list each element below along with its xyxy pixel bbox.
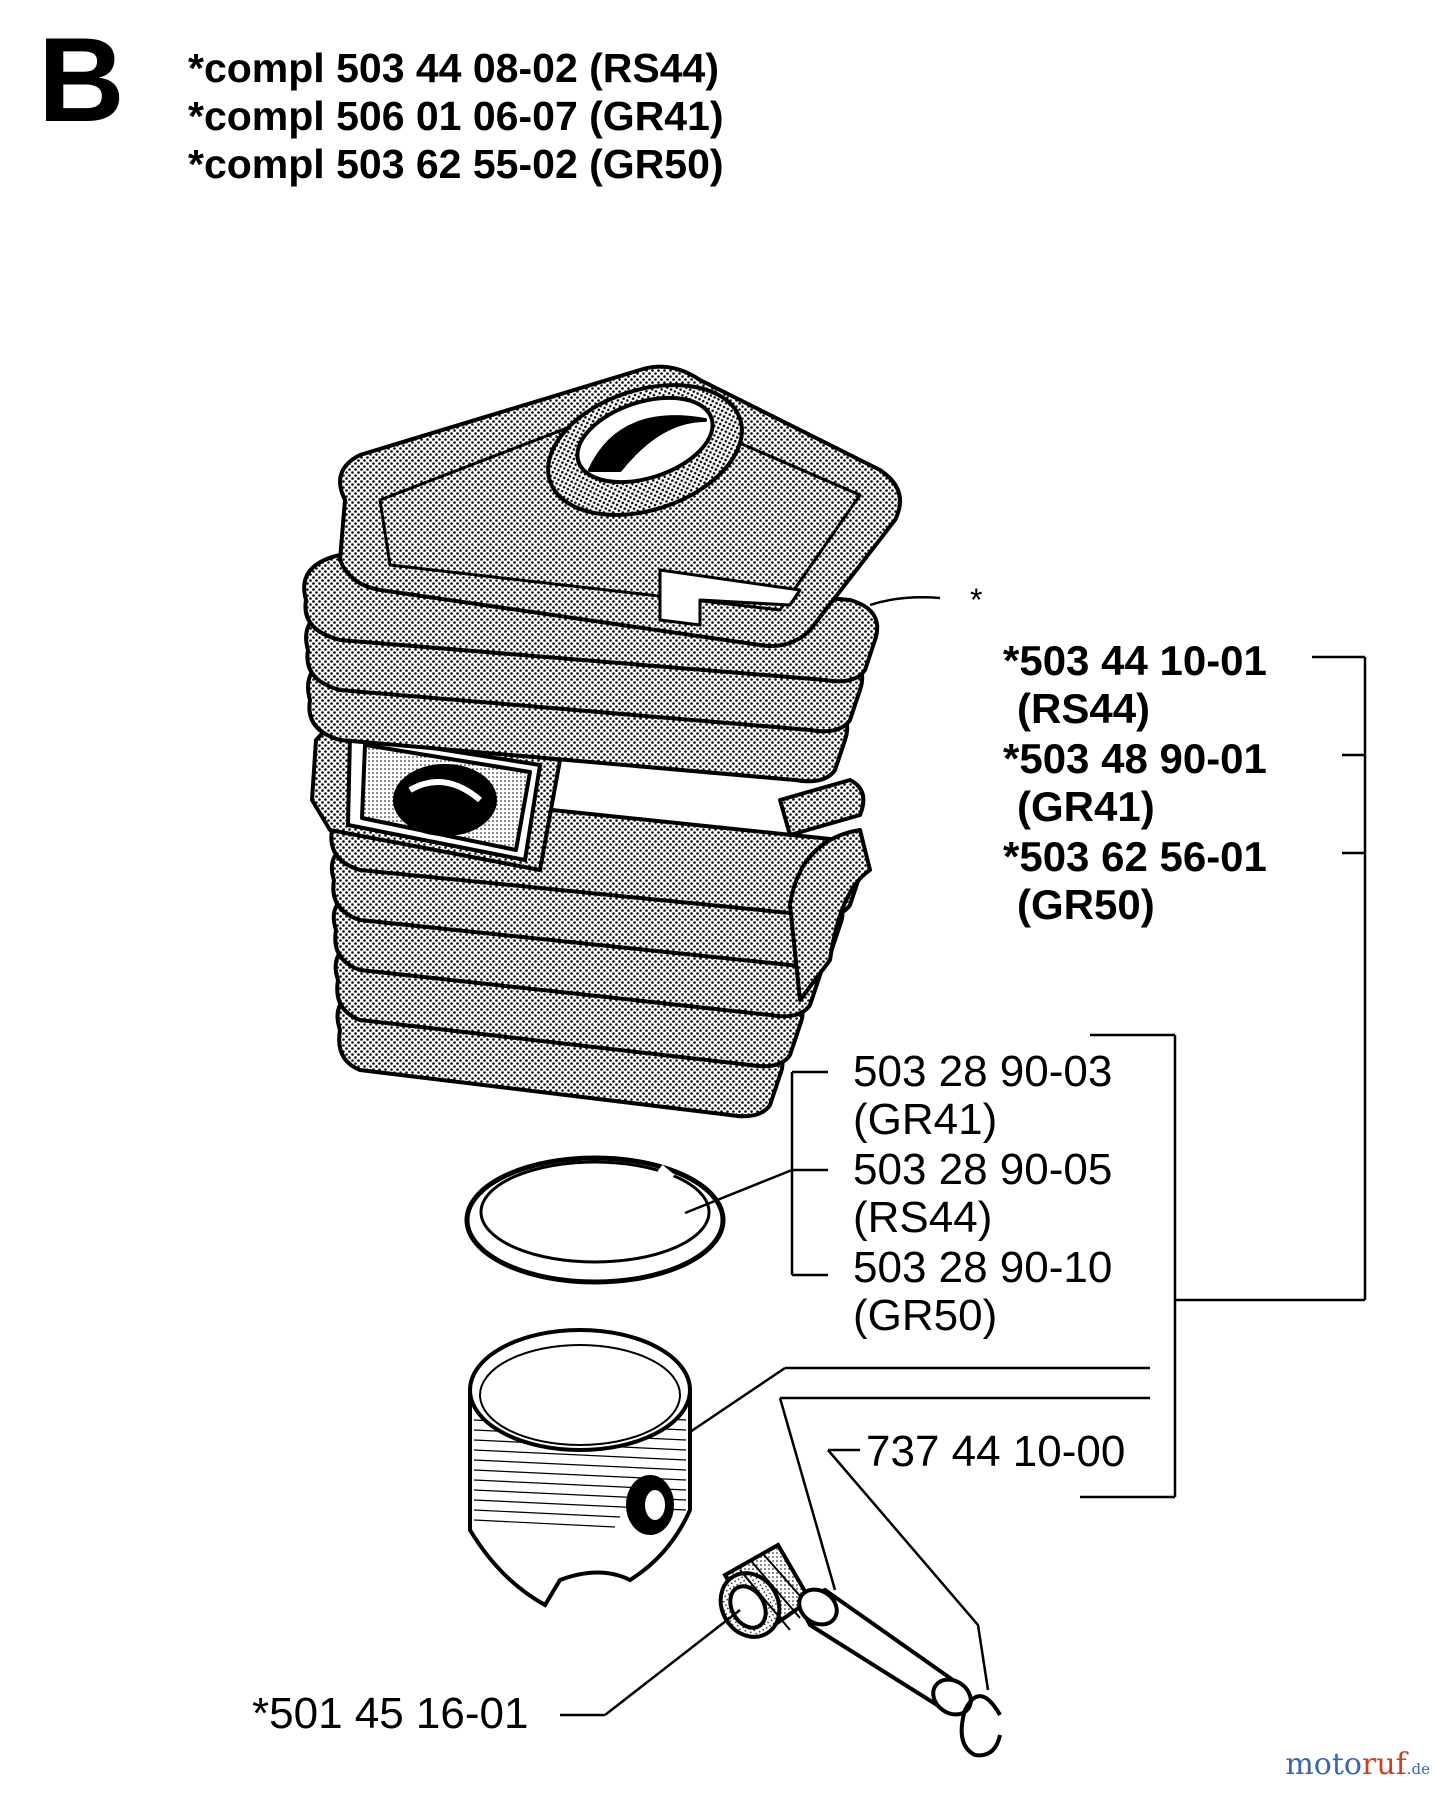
watermark-part1: moto [1285,1747,1362,1782]
watermark-part2: ruf [1361,1747,1407,1782]
ring-model-gr41: (GR41) [853,1095,998,1144]
ring-part-number-gr41: 503 28 90-03 [853,1047,1113,1096]
cylinder-part-number-rs44: *503 44 10-01 [1003,637,1267,684]
watermark-suffix: .de [1406,1760,1430,1778]
assembly-number-rs44: *compl 503 44 08-02 (RS44) [188,45,719,91]
circlip-drawing [959,1694,1002,1758]
watermark-logo: motoruf.de [1285,1750,1430,1780]
cylinder-part-number-gr41: *503 48 90-01 [1003,735,1267,782]
cylinder-part-number-gr50: *503 62 56-01 [1003,833,1267,880]
needle-bearing-drawing [718,1542,813,1639]
cylinder-drawing [302,364,902,1119]
ring-part-number-gr50: 503 28 90-10 [853,1243,1113,1292]
ring-model-gr50: (GR50) [853,1291,998,1340]
ring-part-number-rs44: 503 28 90-05 [853,1145,1113,1194]
cylinder-model-gr50: (GR50) [1017,881,1155,928]
cylinder-model-rs44: (RS44) [1017,685,1151,732]
piston-ring-drawing [464,1155,726,1285]
circlip-part-number: 737 44 10-00 [866,1427,1126,1476]
cylinder-model-gr41: (GR41) [1017,783,1155,830]
piston-drawing [468,1328,692,1608]
piston-pin-drawing [797,1587,973,1717]
assembly-number-gr41: *compl 506 01 06-07 (GR41) [188,93,724,139]
bearing-part-number: *501 45 16-01 [252,1689,529,1738]
leader-lines [560,596,1367,1717]
ring-model-rs44: (RS44) [853,1193,993,1242]
assembly-number-gr50: *compl 503 62 55-02 (GR50) [188,141,724,187]
cylinder-marker: * [970,582,983,618]
section-letter: B [38,13,125,147]
